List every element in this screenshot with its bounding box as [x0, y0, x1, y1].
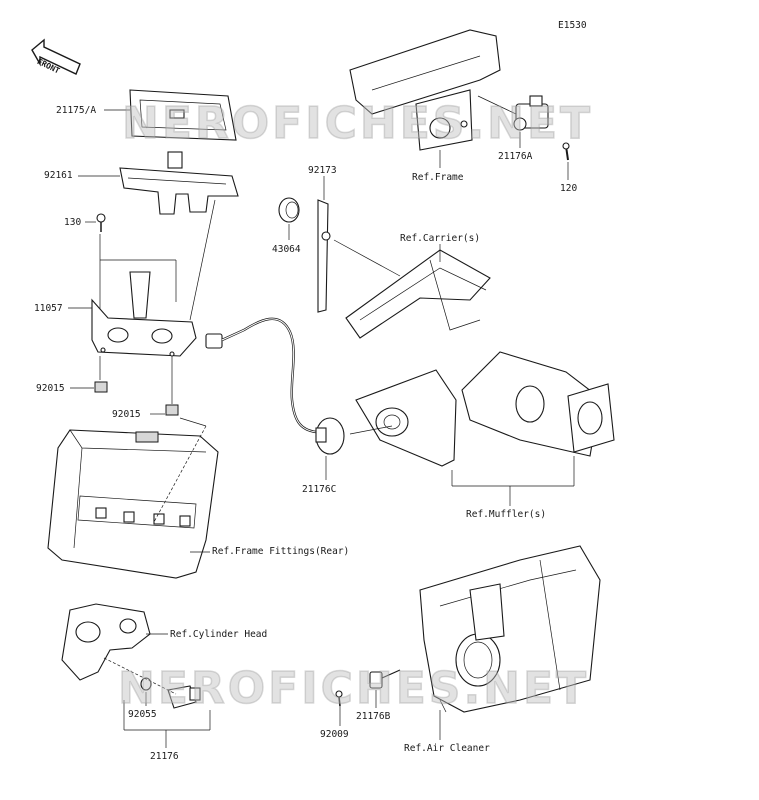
callout-ref-carriers: Ref.Carrier(s): [400, 233, 481, 244]
wire-clamp-92173-part: [317, 199, 331, 313]
bolt-130-part: [96, 213, 106, 232]
callout-120: 120: [560, 183, 578, 194]
frame-ref-part: [349, 29, 501, 151]
callout-21176c: 21176C: [302, 484, 337, 495]
screw-92009-part: [335, 690, 343, 707]
callout-92015-right: 92015: [112, 409, 141, 420]
front-direction-arrow-icon: [31, 38, 81, 75]
callout-130: 130: [64, 217, 82, 228]
callout-ref-mufflers: Ref.Muffler(s): [466, 509, 547, 520]
o2-sensor-21176c-part: [205, 317, 345, 455]
clip-92015-right: [165, 404, 179, 416]
callout-92015-left: 92015: [36, 383, 65, 394]
callout-ref-air-cleaner: Ref.Air Cleaner: [404, 743, 490, 754]
clip-92015-left: [94, 381, 108, 393]
temp-sensor-21176-part: [167, 685, 201, 709]
callout-21176a: 21176A: [498, 151, 533, 162]
watermark-lower: NEROFICHES.NET: [117, 662, 590, 715]
mounting-plate-11057-part: [91, 271, 197, 357]
sensor-21176b-part: [369, 669, 401, 689]
grommet-43064-part: [278, 197, 300, 223]
callout-ref-frame-fittings-rear: Ref.Frame Fittings(Rear): [212, 546, 350, 557]
holder-bracket-part: [119, 151, 239, 215]
callout-21176b: 21176B: [356, 711, 391, 722]
watermark-upper: NEROFICHES.NET: [121, 97, 594, 150]
cylinder-head-ref-part: [61, 603, 151, 681]
air-cleaner-ref-part: [419, 545, 601, 713]
callout-21176: 21176: [150, 751, 179, 762]
rubber-strap-part: [129, 89, 237, 141]
bolt-120-part: [562, 142, 570, 161]
sensor-21176a-part: [513, 95, 549, 131]
callout-92161: 92161: [44, 170, 73, 181]
diagram-code: E1530: [558, 20, 587, 31]
muffler-ref-part: [355, 351, 615, 467]
frame-fittings-rear-ref: [47, 429, 219, 579]
callout-11057: 11057: [34, 303, 63, 314]
callout-92173: 92173: [308, 165, 337, 176]
callout-92055: 92055: [128, 709, 157, 720]
callout-43064: 43064: [272, 244, 301, 255]
washer-92055-part: [140, 677, 152, 691]
callout-21175-a: 21175/A: [56, 105, 97, 116]
callout-92009: 92009: [320, 729, 349, 740]
callout-ref-cylinder-head: Ref.Cylinder Head: [170, 629, 268, 640]
carrier-ref-part: [345, 249, 491, 339]
callout-ref-frame: Ref.Frame: [412, 172, 464, 183]
